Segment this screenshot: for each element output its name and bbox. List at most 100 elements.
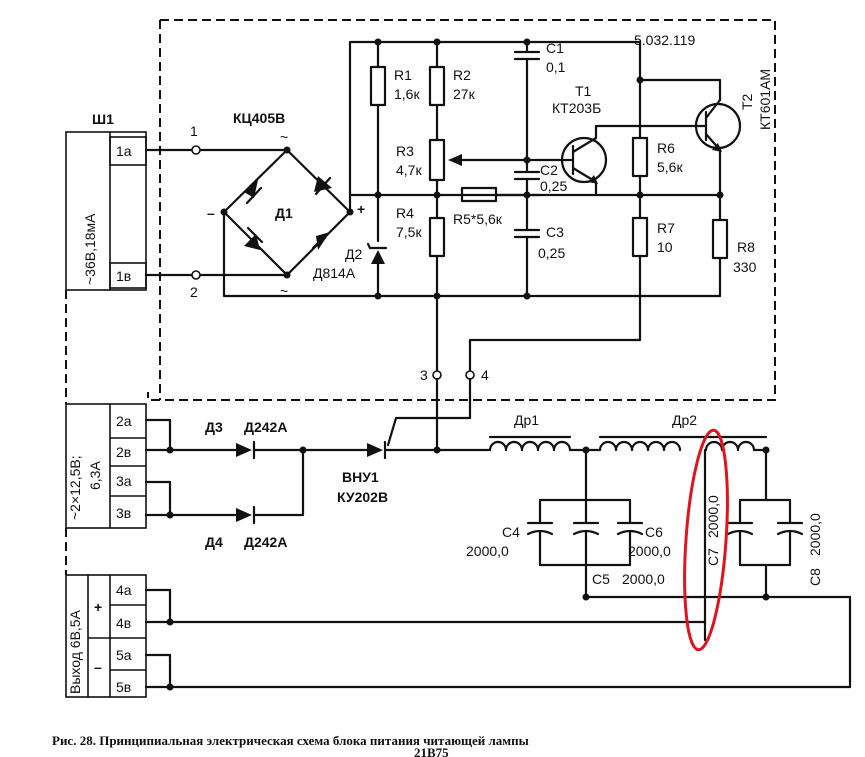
board-outline <box>147 19 776 401</box>
ground-rail-wire <box>222 210 722 298</box>
dr2-label: Др2 <box>672 412 697 428</box>
c3-value: 0,25 <box>538 245 565 261</box>
t1-type: КТ203Б <box>552 100 601 116</box>
pin-4b: 4в <box>116 615 131 631</box>
d3-label: Д3 <box>205 419 223 435</box>
pin-2a: 2а <box>116 413 132 429</box>
choke-dr2: Др2 <box>584 412 770 642</box>
resistor-r2: R2 27к <box>428 38 476 142</box>
vnu1-label: ВНУ1 <box>342 469 379 485</box>
pin-2b: 2в <box>116 444 131 460</box>
bridge-tilde-top: ~ <box>280 129 288 145</box>
d4-label: Д4 <box>205 534 223 550</box>
r3-value: 4,7к <box>396 162 422 178</box>
vnu1-type: КУ202В <box>337 489 388 505</box>
bridge-plus: + <box>357 201 365 217</box>
d2-type: Д814А <box>313 265 356 281</box>
t2-label: Т2 <box>739 93 755 110</box>
resistor-r7: R7 10 <box>468 193 675 372</box>
d3-type: Д242А <box>244 419 287 435</box>
pin-5a: 5а <box>116 647 132 663</box>
r7-value: 10 <box>657 239 673 255</box>
figure-caption: Рис. 28. Принципиальная электрическая сх… <box>52 733 529 748</box>
transistor-t2: Т2 КТ601АМ <box>638 40 773 197</box>
pin-3b: 3в <box>116 505 131 521</box>
r1-label: R1 <box>394 67 412 83</box>
r8-value: 330 <box>733 259 757 275</box>
r4-label: R4 <box>396 205 414 221</box>
connector-output: 4а 4в 5а 5в Выход 6В,5А + – <box>65 574 147 698</box>
doc-number: 5.032.119 <box>634 32 695 48</box>
capacitor-c1: С1 0,1 <box>513 38 566 164</box>
sh1-spec: ~36В,18мА <box>82 213 98 285</box>
pin-4a: 4а <box>116 582 132 598</box>
c5-label: С5 <box>592 571 610 587</box>
r3-label: R3 <box>396 143 414 159</box>
output-minus: – <box>94 659 102 675</box>
r4-value: 7,5к <box>396 224 422 240</box>
c7-label: С7 <box>705 548 721 566</box>
c1-value: 0,1 <box>546 59 566 75</box>
c3-label: С3 <box>546 224 564 240</box>
resistor-r4: R4 7,5к <box>396 193 446 372</box>
transistor-t1: Т1 КТ203Б <box>525 83 702 197</box>
c5-value: 2000,0 <box>622 571 665 587</box>
d2-label: Д2 <box>345 246 362 262</box>
r6-value: 5,6к <box>657 159 683 175</box>
r7-label: R7 <box>657 220 675 236</box>
input-rectifier-wires <box>144 418 238 519</box>
potentiometer-r3: R3 4,7к <box>396 138 529 199</box>
positive-rail-wire <box>348 40 642 214</box>
bridge-label: Д1 <box>275 205 293 221</box>
pin-1a: 1а <box>116 143 132 159</box>
bridge-tilde-bottom: ~ <box>280 283 288 299</box>
terminal-2: 2 <box>190 284 198 300</box>
capacitor-bank-c7-c8: С7 2000,0 С8 2000,0 <box>705 448 823 599</box>
r6-label: R6 <box>657 140 675 156</box>
bridge-minus: – <box>207 205 215 221</box>
highlight-annotation <box>683 428 729 652</box>
capacitor-c3: С3 0,25 <box>513 193 565 300</box>
connector-input: 2а 2в 3а 3в ~2×12,5В; 6,3А <box>65 403 147 529</box>
bridge-type: КЦ405В <box>233 110 285 126</box>
capacitor-bank-c4-c6: С4 2000,0 С6 2000,0 С5 2000,0 <box>466 448 671 599</box>
resistor-r1: R1 1,6к <box>369 38 420 199</box>
output-rails <box>144 588 852 691</box>
c1-label: С1 <box>546 40 564 56</box>
d4-type: Д242А <box>244 534 287 550</box>
c6-label: С6 <box>645 524 663 540</box>
r8-label: R8 <box>737 239 755 255</box>
pin-1b: 1в <box>116 268 131 284</box>
output-plus: + <box>94 599 102 615</box>
c4-value: 2000,0 <box>466 543 509 559</box>
zener-d2: Д2 Д814А <box>313 193 388 300</box>
dr1-label: Др1 <box>514 412 539 428</box>
capacitor-c2: С2 0,25 <box>513 158 567 199</box>
resistor-r6: R6 5,6к <box>631 76 683 199</box>
c6-value: 2000,0 <box>628 543 671 559</box>
r2-label: R2 <box>453 67 471 83</box>
diode-d3: Д3 Д242А <box>205 419 369 460</box>
resistor-r8: R8 330 <box>711 193 757 298</box>
pin-3a: 3а <box>116 473 132 489</box>
r2-value: 27к <box>453 86 476 102</box>
choke-dr1: Др1 <box>488 412 590 454</box>
terminal-1: 1 <box>190 123 198 139</box>
figure-caption-model: 21В75 <box>414 745 449 757</box>
c8-value: 2000,0 <box>807 513 823 556</box>
input-spec-line1: ~2×12,5В; <box>67 455 83 520</box>
c2-label: С2 <box>540 162 558 178</box>
diode-d4: Д4 Д242А <box>205 448 305 550</box>
c7-value: 2000,0 <box>705 495 721 538</box>
c4-label: С4 <box>502 524 520 540</box>
terminal-4: 4 <box>481 367 489 383</box>
r5-label: R5*5,6к <box>453 211 503 227</box>
r1-value: 1,6к <box>394 86 420 102</box>
terminal-3: 3 <box>420 367 428 383</box>
pin-5b: 5в <box>116 679 131 695</box>
input-spec-line2: 6,3А <box>87 461 103 490</box>
t1-label: Т1 <box>575 83 592 99</box>
resistor-r5: R5*5,6к <box>453 186 542 227</box>
thyristor-vnu1: ВНУ1 КУ202В <box>337 440 492 505</box>
